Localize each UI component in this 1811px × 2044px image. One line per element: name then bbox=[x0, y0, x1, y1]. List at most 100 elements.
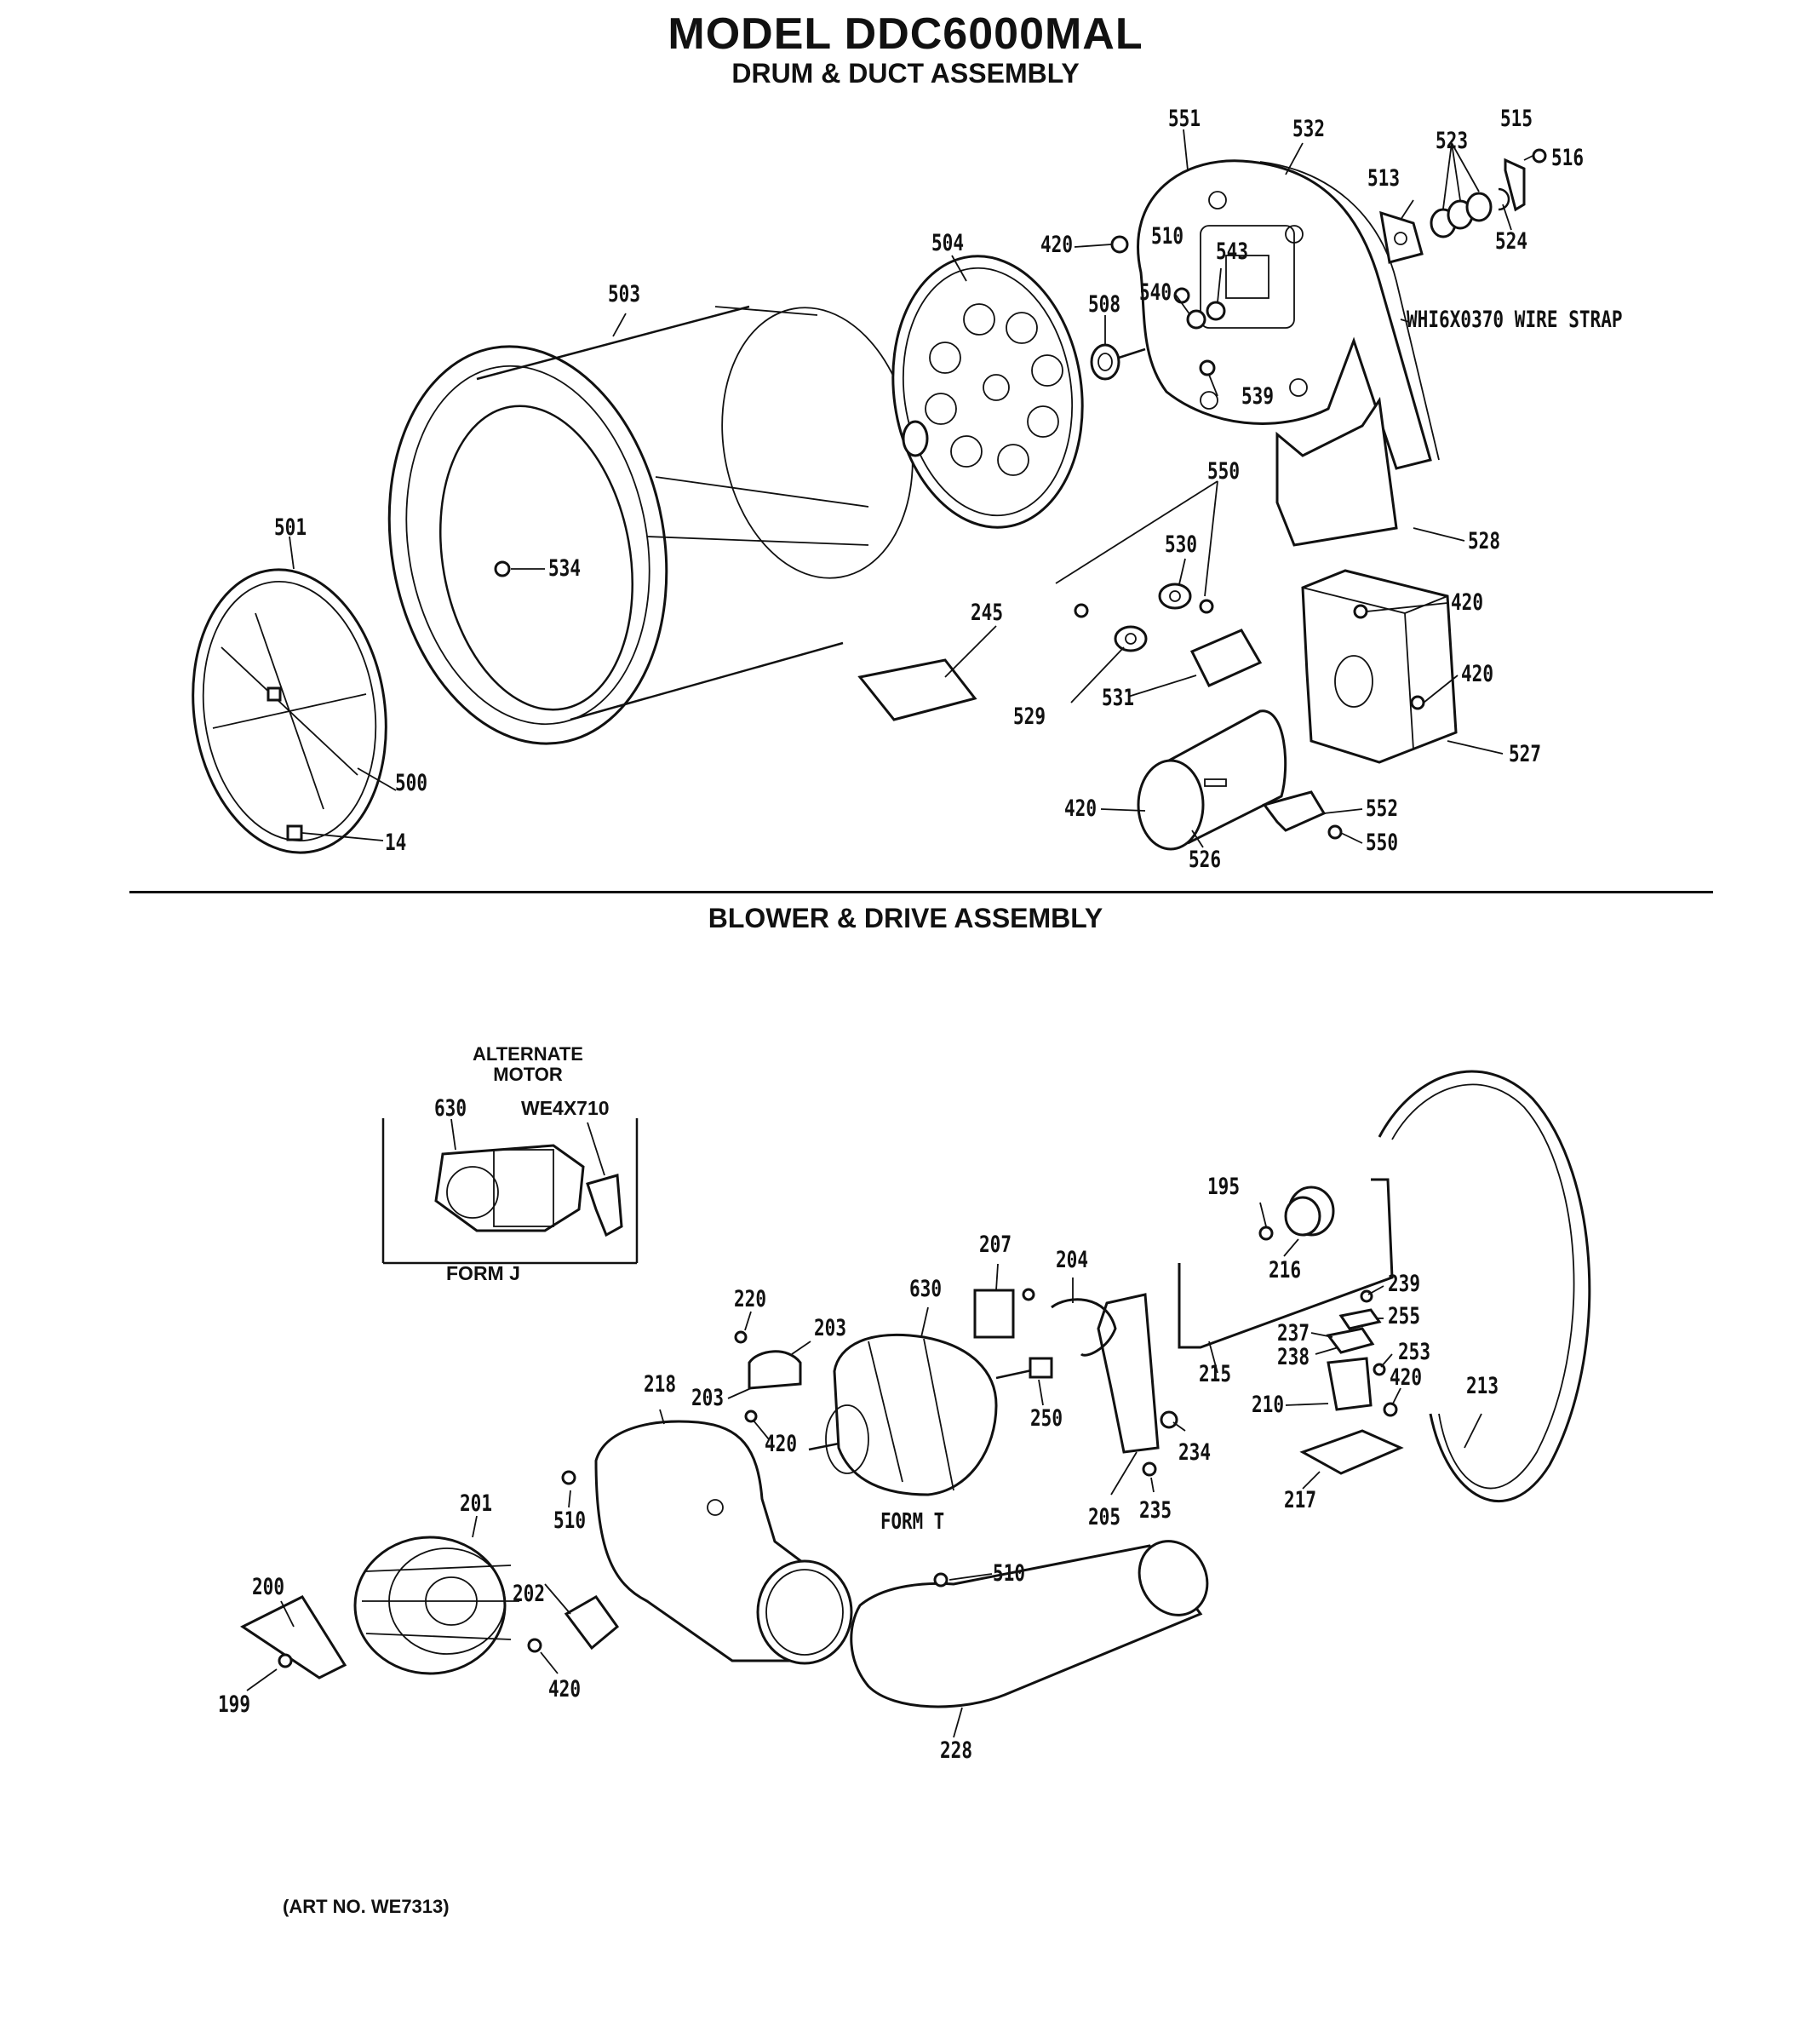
part-552-block bbox=[1262, 790, 1327, 832]
label-550-b: 550 bbox=[1366, 830, 1399, 856]
part-420-screw-f bbox=[744, 1410, 758, 1423]
part-207-switch bbox=[973, 1289, 1015, 1339]
part-510-screw-b bbox=[561, 1470, 576, 1485]
label-524: 524 bbox=[1495, 228, 1528, 255]
label-420-e: 420 bbox=[1390, 1364, 1423, 1391]
label-245: 245 bbox=[971, 600, 1004, 626]
part-550-screw-a bbox=[1074, 603, 1089, 618]
part-210-bracket bbox=[1327, 1357, 1373, 1411]
label-539: 539 bbox=[1241, 383, 1275, 410]
part-235-screw bbox=[1142, 1461, 1157, 1477]
label-217: 217 bbox=[1284, 1487, 1317, 1513]
label-526: 526 bbox=[1189, 847, 1222, 873]
label-form-j: FORM J bbox=[446, 1262, 520, 1284]
label-205: 205 bbox=[1088, 1504, 1121, 1530]
label-510-b: 510 bbox=[553, 1507, 587, 1534]
leader-lines-lower bbox=[246, 1202, 1482, 1738]
part-516-screw bbox=[1532, 148, 1547, 164]
label-501: 501 bbox=[274, 514, 307, 541]
label-228: 228 bbox=[940, 1737, 973, 1764]
part-205-motor-mount bbox=[1097, 1293, 1160, 1454]
part-201-blower-wheel bbox=[353, 1536, 519, 1675]
label-220: 220 bbox=[734, 1286, 767, 1312]
part-218-blower-housing bbox=[594, 1420, 853, 1665]
label-253: 253 bbox=[1398, 1339, 1431, 1365]
part-420-screw-e bbox=[1383, 1402, 1398, 1417]
part-503-drum bbox=[387, 305, 914, 745]
part-526-heater bbox=[1137, 709, 1287, 851]
label-630-alt: 630 bbox=[434, 1095, 467, 1122]
section-title-blower: BLOWER & DRIVE ASSEMBLY bbox=[708, 903, 1103, 933]
part-213-drive-belt bbox=[1378, 1070, 1591, 1502]
label-207: 207 bbox=[979, 1232, 1012, 1258]
label-237: 237 bbox=[1277, 1320, 1310, 1346]
part-523-washers bbox=[1430, 192, 1493, 238]
part-540-washer bbox=[1186, 309, 1206, 330]
part-228-exhaust-duct bbox=[850, 1540, 1209, 1708]
part-220-screw bbox=[734, 1330, 748, 1344]
label-420-a: 420 bbox=[1040, 232, 1074, 258]
alternate-motor-heading: ALTERNATE MOTOR bbox=[443, 1044, 613, 1085]
label-420-f: 420 bbox=[765, 1431, 798, 1457]
label-420-c: 420 bbox=[1461, 661, 1494, 687]
label-204: 204 bbox=[1056, 1247, 1089, 1273]
part-550-screw-c bbox=[1327, 824, 1343, 840]
label-form-t: FORM T bbox=[880, 1509, 945, 1535]
art-number: (ART NO. WE7313) bbox=[283, 1896, 450, 1917]
part-215-idler-arm bbox=[1178, 1178, 1394, 1349]
part-504-rear-panel bbox=[891, 255, 1084, 529]
part-630-motor bbox=[808, 1333, 1053, 1496]
part-200-bracket bbox=[240, 1595, 347, 1679]
label-523: 523 bbox=[1436, 128, 1469, 154]
part-513-bracket bbox=[1379, 210, 1424, 264]
part-529-thermostat bbox=[1114, 625, 1148, 652]
label-213: 213 bbox=[1466, 1373, 1499, 1399]
label-201: 201 bbox=[460, 1490, 493, 1517]
label-420-d: 420 bbox=[1064, 795, 1097, 822]
label-515: 515 bbox=[1500, 106, 1533, 132]
leader-lines-upper bbox=[289, 129, 1533, 848]
label-552: 552 bbox=[1366, 795, 1399, 822]
part-420-screw-a bbox=[1110, 235, 1129, 254]
label-203-b: 203 bbox=[691, 1385, 725, 1411]
label-528: 528 bbox=[1468, 528, 1501, 554]
label-14: 14 bbox=[385, 830, 407, 856]
label-218: 218 bbox=[644, 1371, 677, 1398]
label-203-a: 203 bbox=[814, 1315, 847, 1341]
label-210: 210 bbox=[1252, 1392, 1285, 1418]
part-543-washer bbox=[1206, 301, 1226, 321]
part-530-thermostat bbox=[1158, 583, 1192, 610]
label-529: 529 bbox=[1013, 703, 1046, 730]
label-500: 500 bbox=[395, 770, 428, 796]
part-527-heater-housing bbox=[1301, 569, 1458, 764]
label-510-c: 510 bbox=[993, 1560, 1026, 1587]
label-530: 530 bbox=[1165, 531, 1198, 558]
part-255-plate bbox=[1338, 1308, 1382, 1330]
label-527: 527 bbox=[1509, 741, 1542, 767]
label-503: 503 bbox=[608, 281, 641, 307]
part-531-bracket bbox=[1189, 629, 1263, 687]
label-216: 216 bbox=[1269, 1257, 1302, 1283]
part-216-idler-pulley bbox=[1284, 1186, 1335, 1237]
alternate-motor-line2: MOTOR bbox=[493, 1064, 563, 1085]
label-551: 551 bbox=[1168, 106, 1201, 132]
alternate-motor-line1: ALTERNATE bbox=[473, 1043, 583, 1065]
label-532: 532 bbox=[1292, 116, 1326, 142]
part-237-spring-clip bbox=[1326, 1327, 1375, 1354]
label-250: 250 bbox=[1030, 1405, 1063, 1432]
part-204-strap bbox=[1051, 1298, 1117, 1357]
label-420-b: 420 bbox=[1451, 589, 1484, 616]
part-203-clamp bbox=[748, 1350, 802, 1390]
section-title-drum: DRUM & DUCT ASSEMBLY bbox=[731, 58, 1080, 89]
part-202-clip bbox=[564, 1595, 620, 1651]
label-wire-strap: WHI6X0370 WIRE STRAP bbox=[1407, 307, 1623, 333]
label-200: 200 bbox=[252, 1574, 285, 1600]
label-215: 215 bbox=[1199, 1361, 1232, 1387]
label-534: 534 bbox=[548, 555, 582, 582]
part-245-pad bbox=[857, 658, 977, 721]
part-234-nut bbox=[1160, 1410, 1178, 1429]
section-divider bbox=[129, 891, 1713, 893]
alternate-motor-box bbox=[381, 1118, 639, 1265]
label-235: 235 bbox=[1139, 1497, 1172, 1524]
label-550-a: 550 bbox=[1207, 458, 1241, 485]
